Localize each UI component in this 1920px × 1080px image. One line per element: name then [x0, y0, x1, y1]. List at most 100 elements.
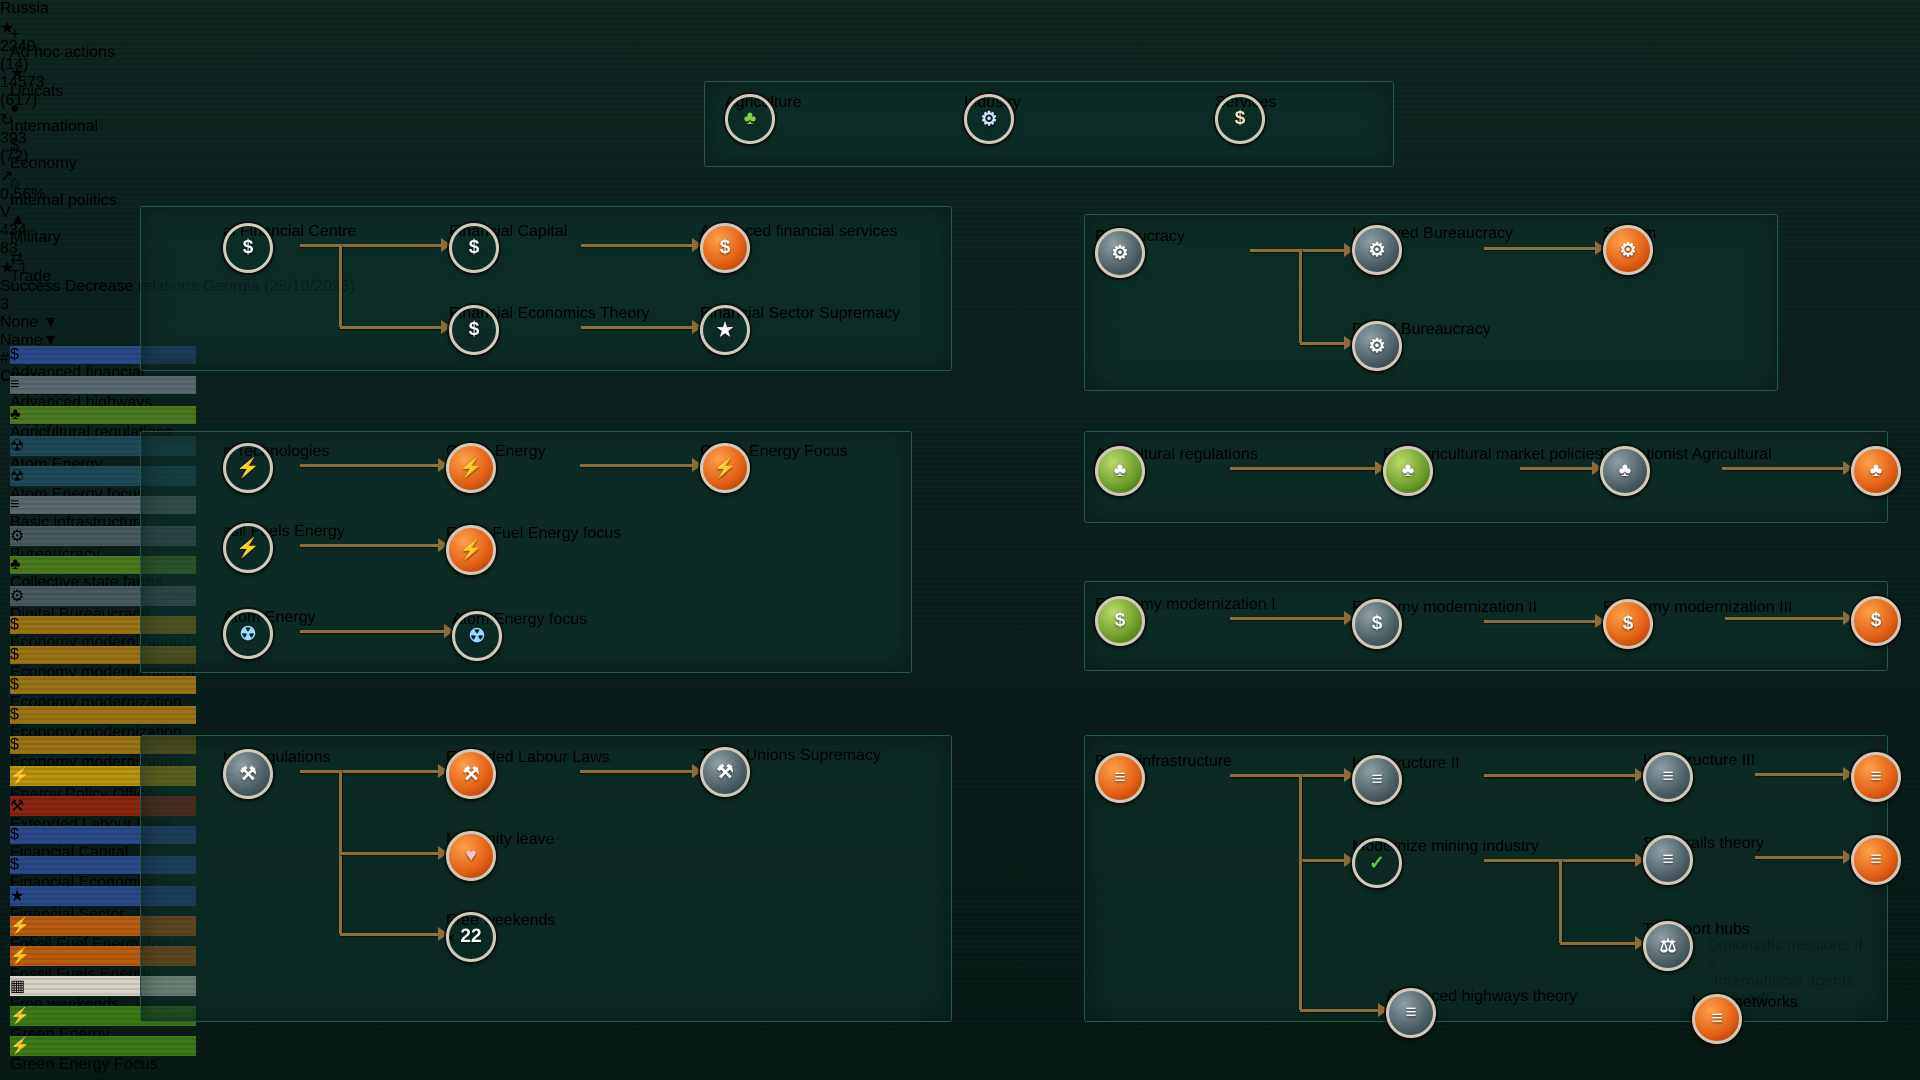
tech-node-label: Financial Sector Supremacy — [700, 305, 901, 322]
tech-node-infrastructure-3[interactable]: Infrastructure III≡ — [1643, 752, 1863, 818]
tree-connector-arrow — [1344, 768, 1354, 782]
tech-node-icon: ⚒ — [700, 747, 750, 797]
tech-node-financial-economics-theory[interactable]: Financial Economics Theory$ — [449, 305, 669, 371]
tree-connector-arrow — [1344, 853, 1354, 867]
tree-connector — [300, 244, 441, 247]
sidebar-button-trade[interactable]: ⇄Trade — [10, 248, 194, 285]
tech-item-icon: $ — [10, 706, 196, 724]
category-services[interactable]: Services$ — [1215, 94, 1425, 164]
level-badge[interactable]: ★ 1 — [0, 258, 1920, 278]
tech-node-icon: ⚙ — [1095, 228, 1145, 278]
tree-connector-arrow — [692, 458, 702, 472]
tech-list-item-green-energy-focus[interactable]: ⚡Green Energy Focus — [10, 1036, 196, 1073]
sidebar-button-international[interactable]: ●International — [10, 100, 194, 135]
tech-node-icon: ≡ — [1643, 835, 1693, 885]
tech-node-infrastructure-next[interactable]: ≡ — [1851, 752, 1920, 818]
tech-item-icon: ≡ — [10, 376, 196, 394]
tech-node-agriculture-next[interactable]: ♣ — [1851, 446, 1920, 512]
tree-connector-arrow — [438, 458, 448, 472]
tree-connector — [300, 464, 438, 467]
tech-node-financial-capital[interactable]: Financial Capital$ — [449, 223, 669, 289]
tree-connector — [1300, 859, 1344, 862]
tree-connector-arrow — [1843, 850, 1853, 864]
tech-node-superrails-next[interactable]: ≡ — [1851, 835, 1920, 901]
sidebar-button-economy[interactable]: $Economy — [10, 137, 194, 172]
tech-node-financial-centre[interactable]: al Financial Centre$ — [223, 223, 443, 289]
tech-node-advanced-highways-theory[interactable]: Advanced highways theory≡ — [1386, 988, 1606, 1054]
tech-node-digital-bureaucracy[interactable]: Digital Bureaucracy⚙ — [1352, 321, 1572, 387]
tech-node-agricultural-regulations[interactable]: Agricultural regulations♣ — [1095, 446, 1315, 512]
tech-node-financial-sector-supremacy[interactable]: Financial Sector Supremacy★ — [700, 305, 920, 371]
tech-node-trade-unions-supremacy[interactable]: Trade Unions Supremacy⚒ — [700, 747, 920, 813]
tree-connector — [1300, 1009, 1378, 1012]
tree-connector — [300, 544, 438, 547]
panel-labour — [140, 735, 952, 1022]
resource-values: 14573(617) — [0, 74, 1920, 110]
unicats-icon: ★ — [10, 65, 25, 82]
tech-node-protectionist-agricultural-market[interactable]: Protectionist Agricultural market♣ — [1600, 446, 1820, 512]
tech-node-economy-modernization-1[interactable]: Economy modernization I$ — [1095, 596, 1315, 662]
tree-connector-arrow — [444, 624, 454, 638]
tech-node-economy-modernization-2[interactable]: Economy modernization II$ — [1352, 599, 1572, 665]
chevron-down-icon[interactable]: ▼ — [42, 314, 59, 331]
panel-agriculture — [1084, 431, 1888, 523]
tech-node-improved-bureaucracy[interactable]: Improved Bureaucracy⚙ — [1352, 225, 1572, 291]
tech-node-green-technologies[interactable]: n Technologies⚡ — [223, 443, 443, 509]
country-name: Russia — [0, 0, 49, 17]
sort-by-count-button[interactable]: # — [0, 350, 78, 368]
tech-node-economy-next[interactable]: $ — [1851, 596, 1920, 662]
tech-list-item-economy-modernization-iv[interactable]: $Economy modernization IV — [10, 706, 196, 759]
tech-node-infrastructure-2[interactable]: Infrastructure II≡× — [1352, 755, 1572, 821]
resource-treasury: ★2249(14) — [0, 18, 1920, 74]
tree-connector-arrow — [1843, 611, 1853, 625]
tech-list-item-agricultural-regulations[interactable]: ♣Agricultural regulations — [10, 406, 196, 441]
tech-node-economy-modernization-3[interactable]: Economy modernization III$ — [1603, 599, 1823, 665]
tech-node-bureaucracy[interactable]: Bureaucracy⚙ — [1095, 228, 1315, 294]
tech-list-item-economy-modernization-iii[interactable]: $Economy modernization III — [10, 676, 196, 729]
agriculture-icon: ♣ — [725, 94, 775, 144]
tech-node-icon: ≡ — [1386, 988, 1436, 1038]
tech-node-icon: ⚡ — [223, 523, 273, 573]
tech-node-icon: $ — [1095, 596, 1145, 646]
notification-count-badge[interactable]: 3 — [0, 296, 9, 313]
sidebar-button-label: Internal politics — [10, 192, 117, 209]
sort-by-name-button[interactable]: Name▼ — [0, 332, 104, 350]
tech-node-extended-labour-laws[interactable]: Extended Labour Laws⚒× — [446, 749, 666, 815]
resource-value: 0.56% — [0, 186, 46, 203]
tech-node-statism[interactable]: Statism⚙ — [1603, 225, 1823, 291]
tech-list-item-advanced-highways-theory[interactable]: ≡Advanced highways theory — [10, 376, 196, 429]
tech-node-maternity-leave[interactable]: Maternity leave♥× — [446, 831, 666, 897]
tree-connector — [1520, 467, 1592, 470]
tech-node-transport-hubs[interactable]: Transport hubs⚖ — [1643, 921, 1863, 987]
triangle-down-icon: ▼ — [42, 332, 59, 349]
tech-node-labour-sector-regulations[interactable]: tor Regulations⚒ — [223, 749, 443, 815]
tree-connector-arrow — [1344, 611, 1354, 625]
sidebar-button-military[interactable]: ▲Military — [10, 211, 194, 246]
tech-node-basic-infrastructure[interactable]: Basic infrastructure≡ — [1095, 753, 1315, 819]
tech-node-pro-agricultural-market-policies[interactable]: Pro-agricultural market policies♣× — [1383, 446, 1603, 512]
support-icon: V — [0, 204, 11, 221]
tech-node-fossil-fuels-energy[interactable]: ssil Fuels Energy⚡ — [223, 523, 443, 589]
sidebar-button-internal-politics[interactable]: ⌂Internal politics — [10, 174, 194, 209]
sort-name-label: Name — [0, 332, 43, 349]
tech-node-green-energy-focus[interactable]: Green Energy Focus⚡ — [700, 443, 920, 509]
tech-node-superrails-theory[interactable]: Superrails theory≡ — [1643, 835, 1863, 901]
tech-node-advanced-financial-services[interactable]: Advanced financial services$ — [700, 223, 920, 289]
tech-node-highway-networks[interactable]: hway networks≡ — [1692, 994, 1912, 1060]
tech-node-fossil-fuel-energy-focus[interactable]: Fossil Fuel Energy focus⚡ — [446, 525, 666, 591]
tech-node-modernize-mining-industry[interactable]: Modernize mining industry✓ — [1352, 838, 1572, 904]
filter-dropdown[interactable]: None ▼ — [0, 314, 1920, 332]
tech-node-green-energy[interactable]: Green Energy⚡ — [446, 443, 666, 509]
tech-node-icon: ⚙ — [1352, 225, 1402, 275]
tech-item-icon: ♣ — [10, 406, 196, 424]
category-industry[interactable]: Industry⚙ — [964, 94, 1174, 164]
sidebar-button-unicats[interactable]: ★Unicats — [10, 63, 194, 100]
tree-connector-arrow — [438, 846, 448, 860]
tech-node-atom-energy-focus[interactable]: Atom Energy focus☢ — [452, 611, 672, 677]
tech-node-atom-energy[interactable]: Atom Energy☢ — [223, 609, 443, 675]
tree-connector-arrow — [1843, 767, 1853, 781]
tech-node-icon: $ — [449, 223, 499, 273]
sidebar-button-ad-hoc-actions[interactable]: +Ad hoc actions — [10, 26, 194, 61]
category-agriculture[interactable]: Agriculture♣ — [725, 94, 935, 164]
